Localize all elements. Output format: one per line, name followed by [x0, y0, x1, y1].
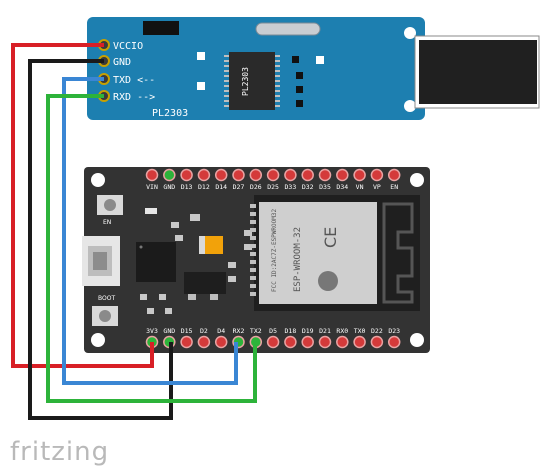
bottom-pins-pin-12 — [353, 335, 366, 349]
bottom-pins-label-6: TX2 — [250, 327, 262, 335]
bottom-pins-label-2: D15 — [181, 327, 193, 335]
en-button — [97, 195, 123, 215]
bottom-pins-label-4: D4 — [217, 327, 225, 335]
top-pins-label-1: GND — [163, 183, 175, 191]
boot-button-label: BOOT — [98, 295, 115, 302]
top-pins-pin-7 — [266, 168, 280, 182]
top-pins-pin-0 — [145, 168, 159, 182]
bottom-pins-label-9: D19 — [302, 327, 314, 335]
top-pins-pin-5 — [232, 168, 245, 182]
bottom-pins-label-14: D23 — [388, 327, 400, 335]
bottom-pins-pin-3 — [197, 335, 211, 349]
top-pins-pin-4 — [214, 168, 228, 182]
top-pins-label-8: D33 — [285, 183, 297, 191]
top-pins-label-2: D13 — [181, 183, 193, 191]
pin-label-rxd: RXD --> — [113, 92, 155, 103]
bottom-pins-pin-13 — [370, 335, 384, 349]
bottom-pins-label-1: GND — [163, 327, 175, 335]
wire-txd-rx2 — [62, 77, 238, 385]
bottom-pins-pin-11 — [336, 335, 349, 349]
top-pins-label-0: VIN — [146, 183, 158, 191]
esp32-board: VIN GND D13 D12 D14 D27 D26 D25 D33 D32 D35 D34 VN VP… — [82, 167, 430, 353]
bottom-pins-label-0: 3V3 — [146, 327, 158, 335]
pl2303-chip-label: PL2303 — [241, 67, 250, 96]
bottom-pins-label-12: TX0 — [354, 327, 366, 335]
bottom-pins-label-13: D22 — [371, 327, 383, 335]
bottom-pins-pin-4 — [214, 335, 228, 349]
top-pins-pin-1 — [163, 168, 176, 182]
en-button-label: EN — [103, 219, 111, 226]
esp32-bottom-header — [145, 335, 401, 349]
bottom-pins-pin-14 — [387, 335, 401, 349]
pl2303-board: PL2303 VCCIO GND TXD <-- RXD --> PL2303 — [87, 17, 540, 120]
bottom-pins-pin-2 — [180, 335, 193, 349]
top-pins-label-9: D32 — [302, 183, 314, 191]
top-pins-pin-2 — [180, 168, 193, 182]
top-pins-label-5: D27 — [233, 183, 245, 191]
top-pins-label-12: VN — [356, 183, 364, 191]
top-pins-label-4: D14 — [215, 183, 227, 191]
bottom-pins-label-3: D2 — [200, 327, 208, 335]
top-pins-label-7: D25 — [267, 183, 279, 191]
bottom-pins-pin-8 — [284, 335, 297, 349]
bottom-pins-label-5: RX2 — [233, 327, 245, 335]
top-pins-pin-8 — [284, 168, 297, 182]
bottom-pins-label-8: D18 — [285, 327, 297, 335]
module-fcc-label: FCC ID:2AC7Z-ESPWROOM32 — [271, 209, 278, 292]
bottom-pins-label-7: D5 — [269, 327, 277, 335]
module-label: ESP-WROOM-32 — [293, 227, 303, 292]
fritzing-logo: fritzing — [10, 437, 109, 467]
top-pins-pin-12 — [353, 168, 366, 182]
bottom-pins-pin-10 — [318, 335, 332, 349]
usb-uart-chip — [136, 242, 176, 282]
bottom-pins-label-11: RX0 — [336, 327, 348, 335]
pl2303-board-name: PL2303 — [152, 108, 188, 119]
bottom-pins-label-10: D21 — [319, 327, 331, 335]
pin-label-gnd: GND — [113, 57, 131, 68]
top-pins-label-14: EN — [390, 183, 398, 191]
module-ce-mark: CE — [321, 227, 340, 248]
wire-gnd-gnd — [28, 59, 173, 420]
top-pins-pin-10 — [318, 168, 332, 182]
voltage-regulator — [184, 272, 226, 294]
top-pins-pin-9 — [301, 168, 314, 182]
bottom-pins-pin-9 — [301, 335, 314, 349]
pin-label-vccio: VCCIO — [113, 41, 143, 52]
esp32-top-header — [145, 168, 401, 182]
top-pins-pin-14 — [387, 168, 401, 182]
wire-rxd-tx2 — [46, 94, 257, 403]
bottom-pins-pin-7 — [266, 335, 280, 349]
top-pins-label-10: D35 — [319, 183, 331, 191]
top-pins-label-3: D12 — [198, 183, 210, 191]
module-logo — [318, 271, 338, 291]
pl2303-chip — [229, 52, 275, 110]
top-pins-label-13: VP — [373, 183, 381, 191]
esp-wroom-32-module: ESP-WROOM-32 FCC ID:2AC7Z-ESPWROOM32 CE — [250, 195, 420, 311]
top-pins-pin-6 — [249, 168, 263, 182]
micro-usb-port — [82, 236, 120, 286]
top-pins-label-11: D34 — [336, 183, 348, 191]
top-pins-pin-3 — [197, 168, 211, 182]
wire-vccio-3v3 — [11, 43, 154, 368]
pin-label-txd: TXD <-- — [113, 75, 155, 86]
top-pins-pin-13 — [370, 168, 384, 182]
top-pins-pin-11 — [336, 168, 349, 182]
boot-button — [92, 306, 118, 326]
top-pins-label-6: D26 — [250, 183, 262, 191]
usb-connector — [414, 35, 540, 109]
wires — [11, 43, 257, 420]
